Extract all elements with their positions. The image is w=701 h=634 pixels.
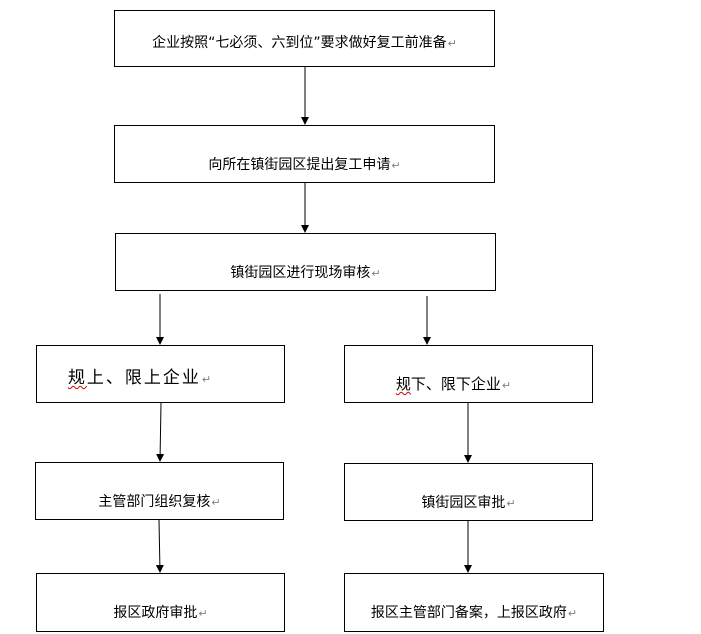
node-inspect: 镇街园区进行现场审核↵: [115, 233, 496, 291]
node-prepare: 企业按照“七必须、六到位”要求做好复工前准备↵: [114, 10, 495, 67]
node-above-branch-emphasis: 规: [67, 368, 87, 388]
node-inspect-label: 镇街园区进行现场审核: [230, 265, 371, 281]
arrow-above-branch-to-dept-review: [156, 402, 165, 462]
paragraph-mark-icon: ↵: [198, 607, 208, 620]
paragraph-mark-icon: ↵: [501, 379, 512, 392]
paragraph-mark-icon: ↵: [391, 159, 401, 172]
paragraph-mark-icon: ↵: [567, 607, 578, 620]
node-town-approve-label: 镇街园区审批: [421, 495, 506, 511]
node-dept-review-label: 主管部门组织复核: [98, 494, 211, 510]
node-dept-file-label: 报区主管部门备案，上报区政府: [370, 605, 567, 621]
node-apply-label: 向所在镇街园区提出复工申请: [208, 157, 391, 173]
node-below-branch: 规下、限下企业↵: [344, 345, 593, 403]
node-above-branch-label: 上、限上企业: [86, 368, 201, 388]
node-district-approve: 报区政府审批↵: [36, 573, 285, 632]
paragraph-mark-icon: ↵: [211, 496, 221, 509]
paragraph-mark-icon: ↵: [201, 373, 214, 386]
node-dept-review: 主管部门组织复核↵: [35, 462, 284, 520]
paragraph-mark-icon: ↵: [371, 267, 381, 280]
node-above-branch: 规上、限上企业↵: [36, 345, 285, 403]
node-town-approve: 镇街园区审批↵: [344, 463, 593, 521]
node-apply: 向所在镇街园区提出复工申请↵: [114, 125, 495, 183]
node-dept-file: 报区主管部门备案，上报区政府↵: [344, 573, 604, 632]
arrow-dept-review-to-district-approve: [155, 519, 164, 573]
paragraph-mark-icon: ↵: [447, 37, 457, 50]
node-below-branch-emphasis: 规: [395, 375, 411, 393]
node-prepare-label: 企业按照“七必须、六到位”要求做好复工前准备: [152, 35, 447, 51]
node-district-approve-label: 报区政府审批: [113, 605, 198, 621]
node-below-branch-label: 下、限下企业: [410, 375, 501, 393]
paragraph-mark-icon: ↵: [506, 497, 516, 510]
